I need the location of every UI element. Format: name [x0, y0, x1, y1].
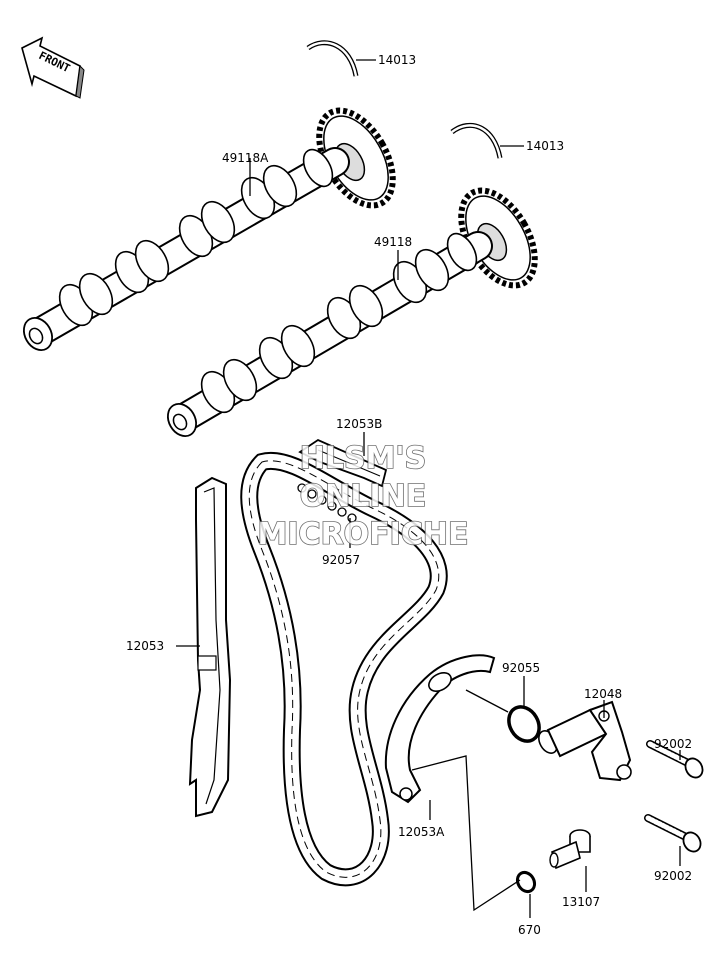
chain-guide-top — [298, 438, 388, 488]
tensioner — [538, 700, 632, 782]
leader-o-ring-left — [465, 689, 509, 713]
bolt-lower — [644, 814, 702, 853]
watermark-line-3: MICROFICHE — [258, 517, 469, 552]
callout-bolt-upper: 92002 — [654, 737, 692, 751]
callout-camshaft-exhaust: 49118A — [222, 151, 269, 165]
chain-guide-left — [188, 476, 232, 818]
camshaft-exhaust-sprocket — [316, 107, 396, 209]
retaining-ring-lower — [450, 122, 503, 159]
callout-o-ring: 92055 — [502, 661, 540, 675]
callout-ring-upper: 14013 — [378, 53, 416, 67]
leader-tensioner-guide — [411, 755, 521, 912]
watermark-line-1: HLSM'S — [300, 441, 426, 476]
callout-ring-lower: 14013 — [526, 139, 564, 153]
callout-bolt-lower: 92002 — [654, 869, 692, 883]
camshaft-intake — [166, 187, 538, 437]
callout-tensioner-guide: 12053A — [398, 825, 445, 839]
callout-pivot-bolt: 13107 — [562, 895, 600, 909]
callout-gasket-ring: 670 — [518, 923, 541, 937]
o-ring — [507, 705, 541, 743]
callout-tensioner: 12048 — [584, 687, 622, 701]
front-arrow-icon — [21, 36, 85, 99]
gasket-ring — [515, 870, 537, 894]
callout-chain-guide-left: 12053 — [126, 639, 164, 653]
camshaft-exhaust — [22, 107, 396, 351]
tensioner-guide — [384, 654, 496, 804]
callout-camshaft-intake: 49118 — [374, 235, 412, 249]
pivot-bolt — [549, 829, 591, 870]
retaining-ring-upper — [306, 40, 359, 77]
watermark-line-2: ONLINE — [300, 479, 427, 514]
callout-chain-guide-top: 12053B — [336, 417, 382, 431]
callout-cam-chain: 92057 — [322, 553, 360, 567]
cam-chain — [240, 451, 448, 887]
